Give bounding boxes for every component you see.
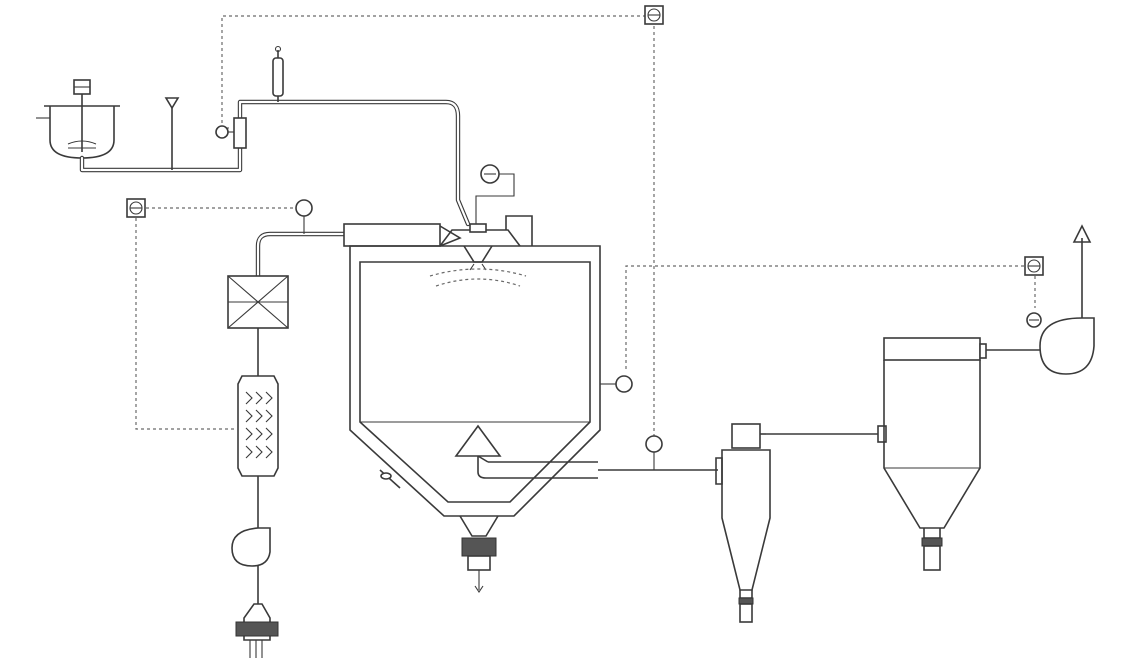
feed-filter: [272, 45, 284, 102]
feed-tank: [36, 94, 120, 159]
hot-air-duct: [255, 223, 462, 279]
controller-left: [126, 198, 146, 218]
air-hammer: [379, 469, 401, 489]
thermometer-icon: [295, 199, 313, 234]
atomizer-spray: [429, 263, 527, 287]
signal-lines: [135, 15, 1036, 436]
motor-icon: [73, 79, 91, 95]
controller-top: [644, 5, 664, 25]
heater: [237, 375, 279, 528]
thermometer-icon: [600, 375, 633, 393]
controller-right: [1024, 256, 1044, 276]
thermometer-icon: [645, 435, 663, 470]
feed-pump: [215, 117, 247, 149]
feed-line: [79, 99, 471, 227]
atomizer-motor: [475, 164, 515, 226]
bag-filter: [883, 337, 987, 571]
air-filter-outlet: [227, 275, 289, 376]
inlet-air-filter: [235, 603, 279, 658]
supply-fan: [231, 527, 271, 604]
discharge-valve: [461, 537, 497, 593]
compressed-air-icon: [164, 97, 180, 110]
cyclone-separator: [715, 423, 771, 623]
outlet-deflector: [454, 424, 598, 479]
drying-tower: [349, 245, 601, 537]
cyclone-to-bagfilter-duct: [766, 425, 887, 443]
exhaust-fan: [1026, 224, 1095, 375]
air-distributor-hood: [439, 215, 533, 263]
